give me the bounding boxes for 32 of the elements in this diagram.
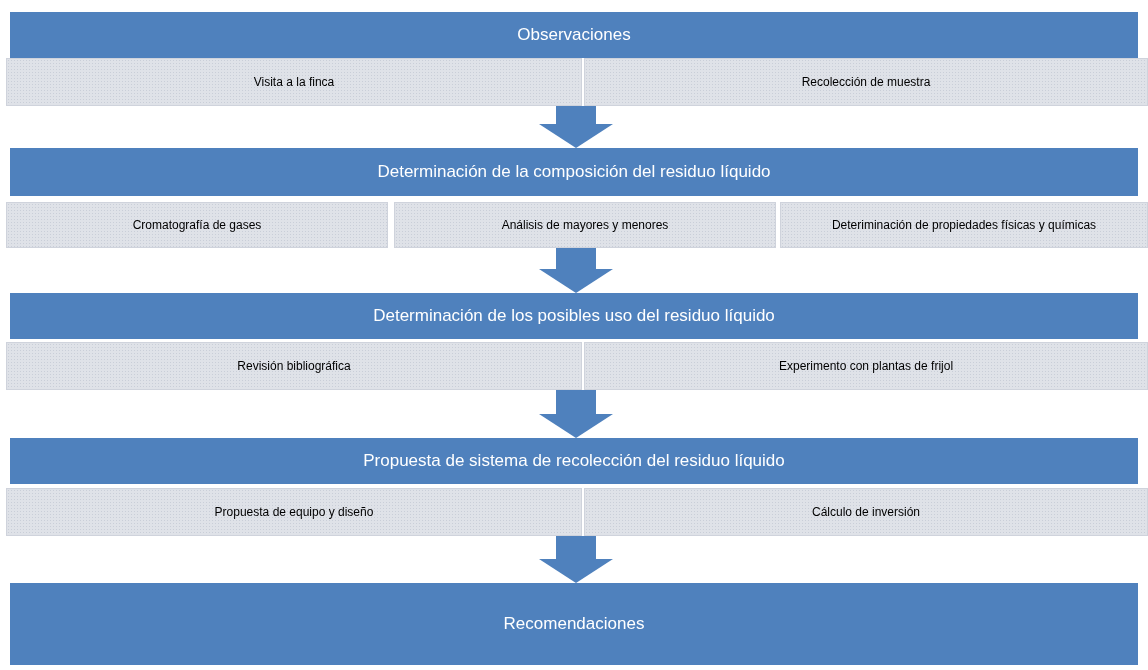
block-arrow bbox=[539, 106, 613, 148]
stage-band bbox=[10, 438, 1138, 484]
task-label: Experimento con plantas de frijol bbox=[778, 359, 954, 373]
task-box bbox=[780, 202, 1148, 248]
block-arrow bbox=[539, 390, 613, 438]
stage-title: Determinación de la composición del residuo líquido bbox=[377, 162, 771, 182]
task-label: Cromatografía de gases bbox=[132, 218, 262, 232]
task-box bbox=[584, 58, 1148, 106]
task-label: Deteriminación de propiedades físicas y químicas bbox=[831, 218, 1097, 232]
stage-band bbox=[10, 12, 1138, 58]
stage-title: Determinación de los posibles uso del residuo líquido bbox=[373, 306, 775, 326]
block-arrow bbox=[539, 536, 613, 583]
stage-band bbox=[10, 293, 1138, 339]
task-box bbox=[6, 58, 582, 106]
block-arrow bbox=[539, 248, 613, 293]
task-box bbox=[394, 202, 776, 248]
task-box bbox=[6, 488, 582, 536]
task-box bbox=[6, 342, 582, 390]
stage-band bbox=[10, 583, 1138, 665]
task-box bbox=[584, 488, 1148, 536]
stage-band bbox=[10, 148, 1138, 196]
task-label: Revisión bibliográfica bbox=[237, 359, 351, 373]
task-box bbox=[6, 202, 388, 248]
stage-title: Propuesta de sistema de recolección del residuo líquido bbox=[363, 451, 785, 471]
task-label: Cálculo de inversión bbox=[811, 505, 921, 519]
task-label: Análisis de mayores y menores bbox=[501, 218, 669, 232]
stage-title: Observaciones bbox=[517, 25, 631, 45]
task-label: Recolección de muestra bbox=[801, 75, 931, 89]
stage-title: Recomendaciones bbox=[503, 614, 645, 634]
task-label: Propuesta de equipo y diseño bbox=[214, 505, 374, 519]
task-label: Visita a la finca bbox=[253, 75, 335, 89]
task-box bbox=[584, 342, 1148, 390]
